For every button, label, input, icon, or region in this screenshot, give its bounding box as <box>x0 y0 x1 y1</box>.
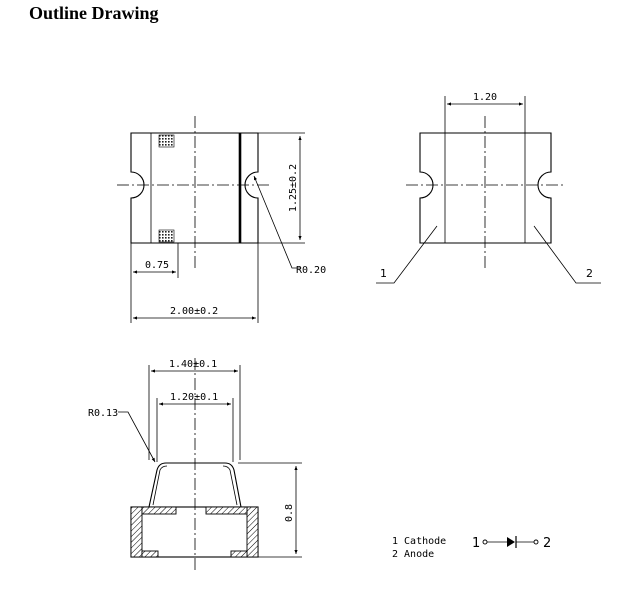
diode-symbol-icon <box>507 537 515 547</box>
side-view: 1.20 1 2 <box>376 92 601 284</box>
front-pad-bottom-right <box>230 550 248 558</box>
front-pad-bottom-left <box>141 550 159 558</box>
front-radius-leader <box>118 411 156 463</box>
lens-dome-inner-left <box>152 465 168 506</box>
partial-dim-label: 0.75 <box>145 260 169 271</box>
legend-line-2: 2 Anode <box>392 549 434 560</box>
schematic-pin1-label: 1 <box>472 536 480 551</box>
schematic-node-right <box>533 539 539 545</box>
top-view: 1.25±0.2 0.75 2.00±0.2 R0.20 <box>117 116 326 323</box>
front-pad-left <box>130 506 143 558</box>
front-pad-top-left <box>141 506 177 515</box>
top-pad-lower <box>158 229 175 243</box>
front-height-dim-label: 0.8 <box>284 504 295 522</box>
pin1-label: 1 <box>380 267 387 280</box>
pin1-leader <box>376 225 438 284</box>
pin2-label: 2 <box>586 267 593 280</box>
outer-dim-label: 1.40±0.1 <box>169 359 217 370</box>
schematic-pin2-label: 2 <box>543 536 551 551</box>
front-view: 1.40±0.1 1.20±0.1 0.8 R0.13 <box>88 358 302 571</box>
legend-line-1: 1 Cathode <box>392 536 446 547</box>
schematic-node-left <box>482 539 488 545</box>
width-dim-label: 2.00±0.2 <box>170 306 218 317</box>
side-dim-label: 1.20 <box>473 92 497 103</box>
top-pad-upper <box>158 134 175 148</box>
page-title: Outline Drawing <box>29 3 159 23</box>
pin2-leader <box>533 225 601 284</box>
front-radius-label: R0.13 <box>88 408 118 419</box>
front-pad-right <box>246 506 259 558</box>
lens-dome-inner-right <box>222 465 238 506</box>
substrate <box>130 506 259 558</box>
height-dim-label: 1.25±0.2 <box>288 164 299 212</box>
radius-label: R0.20 <box>296 265 326 276</box>
inner-dim-label: 1.20±0.1 <box>170 392 218 403</box>
pin-legend: 1 Cathode 2 Anode <box>392 536 446 560</box>
lens-dome <box>148 462 242 508</box>
front-pad-top-right <box>205 506 248 515</box>
side-view-body <box>419 132 552 244</box>
diode-schematic: 1 2 <box>472 536 551 551</box>
radius-leader <box>253 175 300 269</box>
